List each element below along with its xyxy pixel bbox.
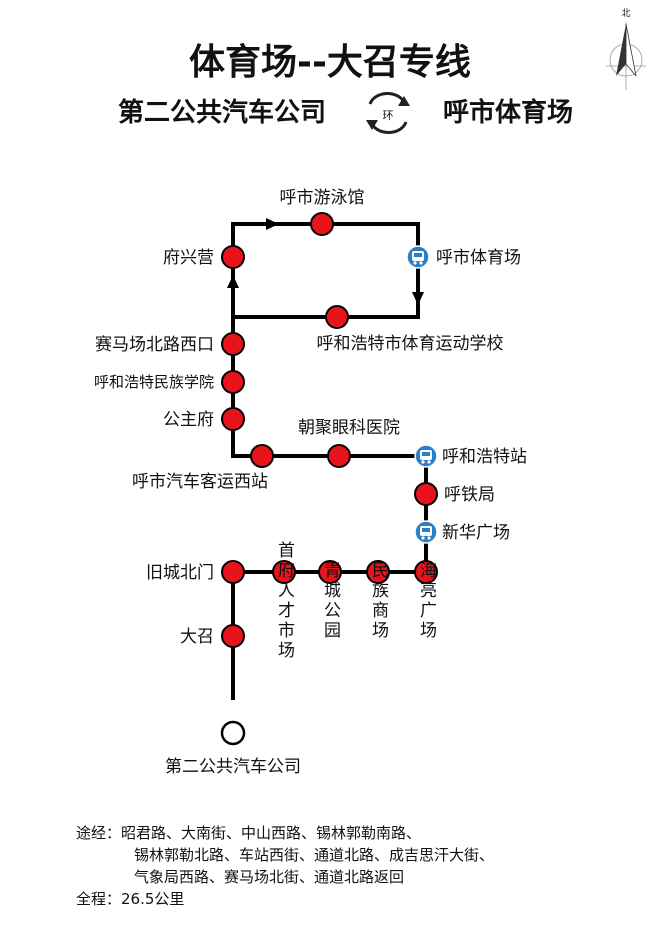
subtitle-from: 第二公共汽车公司: [118, 97, 326, 128]
stop-saimachang: [221, 332, 245, 356]
stop-tieju: [414, 482, 438, 506]
label-qingcheng: 青城公园: [320, 561, 341, 641]
label-xinhuaguangchang: 新华广场: [442, 523, 510, 543]
stop-gongzhufu: [221, 407, 245, 431]
route-line3: 气象局西路、赛马场北街、通道北路返回: [134, 868, 405, 886]
route-line1: 昭君路、大南街、中山西路、锡林郭勒南路、: [121, 824, 422, 842]
bus-station-icon: [414, 520, 438, 544]
label-tieju: 呼铁局: [444, 485, 495, 505]
route-line2: 锡林郭勒北路、车站西街、通道北路、成吉思汗大街、: [134, 846, 495, 864]
bus-station-icon: [414, 444, 438, 468]
stop-minzushangchang: [366, 560, 390, 584]
label-dazhao: 大召: [180, 627, 214, 647]
label-shoufu: 首府人才市场: [274, 541, 295, 661]
label-youyongguan: 呼市游泳馆: [280, 188, 365, 208]
route-label: 途经：: [76, 824, 122, 842]
route-info: 途经：昭君路、大南街、中山西路、锡林郭勒南路、 锡林郭勒北路、车站西街、通道北路…: [76, 822, 494, 910]
arrow-down-icon: [412, 292, 424, 305]
subtitle-to: 呼市体育场: [443, 97, 573, 128]
stop-jiuchengbeimen: [221, 560, 245, 584]
label-tiyuxuexiao: 呼和浩特市体育运动学校: [317, 334, 504, 354]
label-minzuxueyuan: 呼和浩特民族学院: [94, 373, 214, 391]
direction-arrows: [227, 218, 424, 305]
stop-minzuxueyuan: [221, 370, 245, 394]
label-tiyuchang: 呼市体育场: [436, 248, 521, 268]
north-compass-icon: 北: [606, 8, 646, 90]
arrow-right-icon: [266, 218, 279, 230]
route-line: [231, 222, 428, 700]
stop-shoufu: [272, 560, 296, 584]
stop-dazhao: [221, 624, 245, 648]
stop-keyunxizhan: [250, 444, 274, 468]
length-label: 全程：: [76, 890, 122, 908]
loop-badge: 环: [383, 109, 394, 122]
label-saimachang: 赛马场北路西口: [95, 334, 214, 355]
stops: [220, 212, 438, 746]
length-value: 26.5公里: [121, 890, 185, 908]
label-depot: 第二公共汽车公司: [165, 757, 301, 777]
stop-yankeyiyuan: [327, 444, 351, 468]
stop-depot: [220, 720, 246, 746]
label-gongzhufu: 公主府: [163, 410, 214, 430]
label-hailiang: 海亮广场: [416, 561, 437, 641]
loop-arrows-icon: 环: [366, 91, 410, 135]
page-title: 体育场--大召专线: [189, 42, 471, 83]
label-huochezhan: 呼和浩特站: [442, 447, 527, 467]
label-keyunxizhan: 呼市汽车客运西站: [132, 472, 268, 492]
stop-fuxingying: [221, 245, 245, 269]
stop-youyongguan: [310, 212, 334, 236]
stop-hailiang: [414, 560, 438, 584]
label-minzushangchang: 民族商场: [368, 561, 389, 641]
stop-tiyuxuexiao: [325, 305, 349, 329]
bus-station-icon: [406, 245, 430, 269]
label-jiuchengbeimen: 旧城北门: [146, 563, 214, 583]
stop-qingcheng: [318, 560, 342, 584]
arrow-up-icon: [227, 275, 239, 288]
label-fuxingying: 府兴营: [163, 248, 214, 268]
compass-label: 北: [621, 8, 630, 19]
label-yankeyiyuan: 朝聚眼科医院: [298, 418, 400, 438]
